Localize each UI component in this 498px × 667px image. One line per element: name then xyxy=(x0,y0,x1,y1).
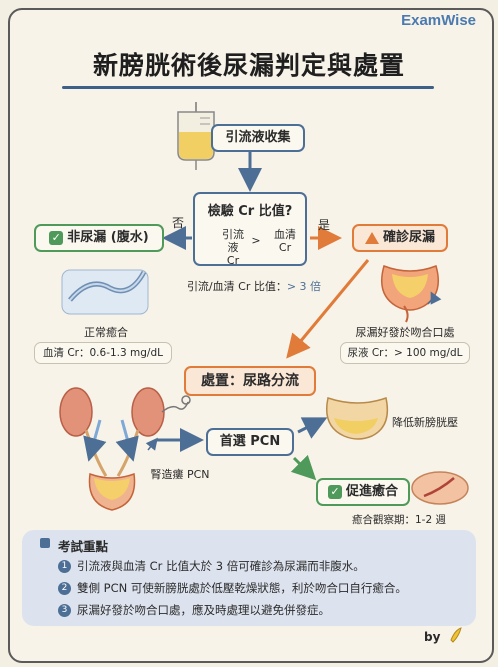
keypoint-item: 2 雙側 PCN 可使新膀胱處於低壓乾燥狀態，利於吻合口自行癒合。 xyxy=(58,580,407,596)
urine-cr-value: 尿液 Cr：> 100 mg/dL xyxy=(347,347,463,359)
urine-cr-box: 尿液 Cr：> 100 mg/dL xyxy=(340,342,470,364)
leak-confirmed-label: 確診尿漏 xyxy=(382,230,435,245)
footer-by: by xyxy=(424,630,441,644)
first-choice-pcn-label: 首選 PCN xyxy=(219,434,281,449)
check-icon: ✓ xyxy=(327,484,342,499)
cr-test-box: 檢驗 Cr 比值? 引流液 Cr > 血清 Cr xyxy=(193,192,307,267)
keypoints-panel xyxy=(22,530,476,626)
healing-period-caption: 癒合觀察期：1-2 週 xyxy=(352,514,446,526)
keypoint-text: 引流液與血清 Cr 比值大於 3 倍可確診為尿漏而非腹水。 xyxy=(77,559,365,573)
serum-cr-value: 血清 Cr：0.6-1.3 mg/dL xyxy=(43,347,163,359)
ratio-note-prefix: 引流/血清 Cr 比值： xyxy=(186,280,287,293)
leak-site-caption: 尿漏好發於吻合口處 xyxy=(355,326,455,339)
branch-yes-label: 是 xyxy=(318,218,331,232)
leaking-bladder-illustration xyxy=(381,265,442,323)
page-title: 新膀胱術後尿漏判定與處置 xyxy=(92,51,405,80)
keypoint-text: 尿漏好發於吻合口處，應及時處理以避免併發症。 xyxy=(77,603,330,617)
ratio-note-value: > 3 倍 xyxy=(286,280,322,293)
promote-healing-label: 促進癒合 xyxy=(345,484,398,499)
title-underline xyxy=(62,86,434,89)
normal-healing-caption: 正常癒合 xyxy=(84,326,128,339)
cr-test-question: 檢驗 Cr 比值? xyxy=(207,204,293,219)
keypoints-heading: 考試重點 xyxy=(58,539,109,554)
drainage-tube-label: 引流液 Cr xyxy=(217,228,249,267)
normal-anastomosis-illustration xyxy=(61,269,149,315)
non-leak-box: ✓非尿漏 (腹水) xyxy=(34,224,164,252)
drainage-tube-label-2: Cr xyxy=(226,254,240,267)
drainage-tube-label-1: 引流液 xyxy=(222,228,244,254)
keypoint-item: 3 尿漏好發於吻合口處，應及時處理以避免併發症。 xyxy=(58,602,330,618)
arrow-to-healing xyxy=(290,454,317,481)
promote-healing-box: ✓促進癒合 xyxy=(316,478,410,506)
leak-confirmed-box: 確診尿漏 xyxy=(352,224,448,252)
wound-healing-illustration xyxy=(411,471,469,505)
treatment-box: 處置：尿路分流 xyxy=(184,366,316,396)
ratio-note: 引流/血清 Cr 比值：> 3 倍 xyxy=(184,278,324,294)
serum-tube-label-2: Cr xyxy=(278,241,292,254)
low-pressure-bladder-illustration xyxy=(326,397,389,440)
check-icon: ✓ xyxy=(49,230,64,245)
first-choice-pcn-box: 首選 PCN xyxy=(206,428,294,456)
keypoint-number: 2 xyxy=(58,582,71,595)
drainage-bag-icon xyxy=(177,102,215,170)
banana-icon xyxy=(450,627,462,643)
serum-tube-label: 血清 Cr xyxy=(271,228,299,254)
arrow-leak-to-treatment xyxy=(286,259,370,359)
non-leak-label: 非尿漏 (腹水) xyxy=(67,230,149,245)
serum-tube-label-1: 血清 xyxy=(274,228,296,241)
keypoints-heading-marker xyxy=(40,538,50,548)
compare-symbol: > xyxy=(251,234,261,247)
brand-logo-text: ExamWise xyxy=(401,12,476,29)
drainage-collect-label: 引流液收集 xyxy=(225,130,291,145)
pcn-caption: 腎造瘻 PCN xyxy=(150,468,210,481)
keypoint-number: 3 xyxy=(58,604,71,617)
reduce-pressure-caption: 降低新膀胱壓 xyxy=(392,416,458,429)
keypoint-number: 1 xyxy=(58,560,71,573)
treatment-label: 處置：尿路分流 xyxy=(201,373,299,389)
arrow-to-pressure xyxy=(297,417,328,439)
kidney-pcn-illustration xyxy=(59,387,191,511)
warning-icon xyxy=(364,231,379,244)
branch-no-label: 否 xyxy=(172,216,185,230)
keypoint-text: 雙側 PCN 可使新膀胱處於低壓乾燥狀態，利於吻合口自行癒合。 xyxy=(77,581,407,595)
drainage-collect-box: 引流液收集 xyxy=(211,124,305,152)
serum-cr-box: 血清 Cr：0.6-1.3 mg/dL xyxy=(34,342,172,364)
keypoint-item: 1 引流液與血清 Cr 比值大於 3 倍可確診為尿漏而非腹水。 xyxy=(58,558,365,574)
